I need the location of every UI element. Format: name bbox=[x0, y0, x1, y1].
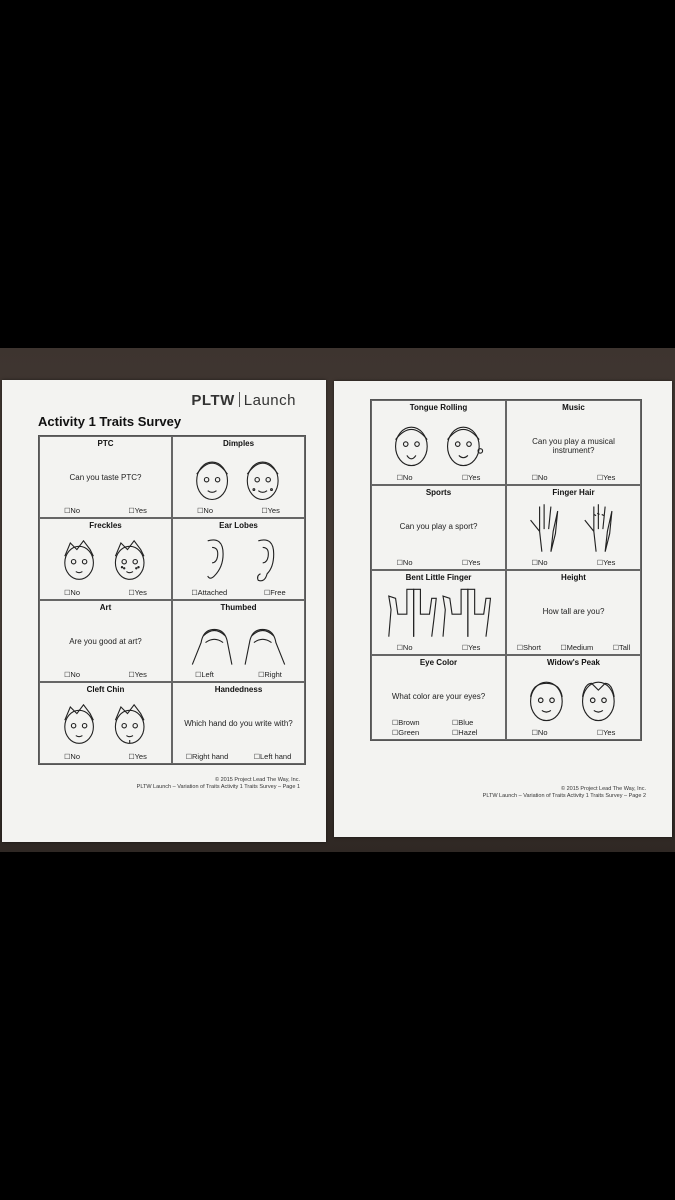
traits-grid-page-1: PTC Can you taste PTC? NoYes Dimples NoY… bbox=[38, 435, 306, 765]
checkbox-yes[interactable]: Yes bbox=[128, 588, 147, 597]
checkbox-yes[interactable]: Yes bbox=[128, 670, 147, 679]
trait-title: Music bbox=[562, 403, 585, 412]
checkbox-no[interactable]: No bbox=[64, 670, 80, 679]
footer-caption: PLTW Launch – Variation of Traits Activi… bbox=[136, 784, 300, 790]
checkbox-blue[interactable]: Blue bbox=[452, 718, 512, 727]
checkbox-yes[interactable]: Yes bbox=[597, 558, 615, 567]
trait-title: Sports bbox=[425, 488, 452, 497]
checkbox-attached[interactable]: Attached bbox=[191, 588, 228, 597]
checkbox-free[interactable]: Free bbox=[264, 588, 285, 597]
checkbox-tall[interactable]: Tall bbox=[613, 643, 630, 652]
trait-title: Handedness bbox=[214, 685, 263, 694]
photo: PLTW Launch Activity 1 Traits Survey PTC … bbox=[0, 348, 675, 852]
copyright-text: © 2015 Project Lead The Way, Inc. bbox=[561, 786, 646, 792]
faces-tongue-illustration bbox=[382, 414, 495, 472]
trait-cell-tongue-rolling: Tongue Rolling No Yes bbox=[371, 400, 506, 485]
trait-question: Can you play a musical instrument? bbox=[532, 437, 615, 455]
trait-title: Dimples bbox=[222, 439, 255, 448]
checkbox-no[interactable]: No bbox=[532, 473, 548, 482]
hands-bent-finger-illustration bbox=[382, 584, 495, 642]
checkbox-no[interactable]: No bbox=[397, 643, 413, 652]
faces-dimples-illustration bbox=[183, 450, 294, 505]
checkbox-no[interactable]: No bbox=[397, 473, 413, 482]
trait-title: Cleft Chin bbox=[86, 685, 125, 694]
trait-question: What color are your eyes? bbox=[391, 692, 486, 701]
checkbox-right-hand[interactable]: Right hand bbox=[186, 752, 228, 761]
checkbox-no[interactable]: No bbox=[64, 752, 80, 761]
page-footer: © 2015 Project Lead The Way, Inc. PLTW L… bbox=[137, 777, 300, 791]
trait-question: Can you taste PTC? bbox=[69, 473, 142, 482]
faces-freckles-illustration bbox=[50, 532, 161, 587]
checkbox-left-hand[interactable]: Left hand bbox=[254, 752, 291, 761]
checkbox-no[interactable]: No bbox=[64, 506, 80, 515]
trait-question: How tall are you? bbox=[542, 607, 605, 616]
checkbox-yes[interactable]: Yes bbox=[462, 473, 480, 482]
survey-page-1: PLTW Launch Activity 1 Traits Survey PTC … bbox=[2, 380, 326, 842]
trait-cell-eye-color: Eye Color What color are your eyes? Brow… bbox=[371, 655, 506, 740]
trait-cell-sports: Sports Can you play a sport? No Yes bbox=[371, 485, 506, 570]
trait-question: Which hand do you write with? bbox=[184, 719, 293, 728]
trait-title: Thumbed bbox=[220, 603, 257, 612]
page-footer: © 2015 Project Lead The Way, Inc. PLTW L… bbox=[483, 786, 646, 800]
checkbox-no[interactable]: No bbox=[197, 506, 213, 515]
trait-cell-thumbed: Thumbed Left Right bbox=[172, 600, 305, 682]
pltw-logo: PLTW Launch bbox=[191, 392, 296, 409]
logo-product: Launch bbox=[243, 392, 296, 409]
checkbox-yes[interactable]: Yes bbox=[597, 728, 615, 737]
trait-cell-ear-lobes: Ear Lobes Attached Free bbox=[172, 518, 305, 600]
checkbox-medium[interactable]: Medium bbox=[560, 643, 594, 652]
faces-widows-peak-illustration bbox=[517, 669, 630, 727]
checkbox-yes[interactable]: Yes bbox=[462, 643, 480, 652]
page-title: Activity 1 Traits Survey bbox=[38, 414, 182, 429]
checkbox-brown[interactable]: Brown bbox=[392, 718, 452, 727]
footer-caption: PLTW Launch – Variation of Traits Activi… bbox=[482, 793, 646, 799]
trait-title: Widow's Peak bbox=[547, 658, 600, 667]
checkbox-yes[interactable]: Yes bbox=[128, 506, 147, 515]
checkbox-left[interactable]: Left bbox=[195, 670, 214, 679]
faces-cleft-chin-illustration bbox=[50, 696, 161, 751]
checkbox-no[interactable]: No bbox=[397, 558, 413, 567]
trait-title: Bent Little Finger bbox=[405, 573, 472, 582]
trait-cell-height: Height How tall are you? Short Medium Tall bbox=[506, 570, 641, 655]
trait-cell-finger-hair: Finger Hair No Yes bbox=[506, 485, 641, 570]
checkbox-yes[interactable]: Yes bbox=[597, 473, 615, 482]
trait-cell-widows-peak: Widow's Peak No Yes bbox=[506, 655, 641, 740]
survey-page-2: Tongue Rolling NoYes Music Can you play … bbox=[334, 381, 672, 837]
ears-illustration bbox=[183, 532, 294, 587]
checkbox-short[interactable]: Short bbox=[517, 643, 541, 652]
trait-title: Eye Color bbox=[419, 658, 458, 667]
copyright-text: © 2015 Project Lead The Way, Inc. bbox=[215, 777, 300, 783]
checkbox-yes[interactable]: Yes bbox=[128, 752, 147, 761]
checkbox-no[interactable]: No bbox=[532, 558, 548, 567]
hands-finger-hair-illustration bbox=[517, 499, 630, 557]
trait-cell-handedness: Handedness Which hand do you write with?… bbox=[172, 682, 305, 764]
checkbox-yes[interactable]: Yes bbox=[462, 558, 480, 567]
trait-title: Finger Hair bbox=[552, 488, 595, 497]
checkbox-green[interactable]: Green bbox=[392, 728, 452, 737]
trait-cell-bent-little-finger: Bent Little Finger No Yes bbox=[371, 570, 506, 655]
trait-question: Are you good at art? bbox=[69, 637, 142, 646]
checkbox-no[interactable]: No bbox=[64, 588, 80, 597]
trait-cell-music: Music Can you play a musical instrument?… bbox=[506, 400, 641, 485]
checkbox-yes[interactable]: Yes bbox=[261, 506, 280, 515]
trait-title: Art bbox=[99, 603, 112, 612]
trait-title: Height bbox=[561, 573, 586, 582]
trait-cell-freckles: Freckles No Yes bbox=[39, 518, 172, 600]
trait-title: Tongue Rolling bbox=[409, 403, 468, 412]
trait-cell-cleft-chin: Cleft Chin No Yes bbox=[39, 682, 172, 764]
traits-grid-page-2: Tongue Rolling NoYes Music Can you play … bbox=[370, 399, 642, 741]
clasped-hands-illustration bbox=[183, 614, 294, 669]
trait-cell-art: Art Are you good at art? No Yes bbox=[39, 600, 172, 682]
trait-cell-dimples: Dimples No Yes bbox=[172, 436, 305, 518]
checkbox-right[interactable]: Right bbox=[258, 670, 282, 679]
trait-title: Freckles bbox=[89, 521, 122, 530]
logo-brand: PLTW bbox=[191, 392, 235, 409]
trait-question: Can you play a sport? bbox=[399, 522, 478, 531]
trait-title: Ear Lobes bbox=[219, 521, 258, 530]
checkbox-hazel[interactable]: Hazel bbox=[452, 728, 512, 737]
checkbox-no[interactable]: No bbox=[532, 728, 548, 737]
trait-cell-ptc: PTC Can you taste PTC? No Yes bbox=[39, 436, 172, 518]
trait-title: PTC bbox=[97, 439, 114, 448]
